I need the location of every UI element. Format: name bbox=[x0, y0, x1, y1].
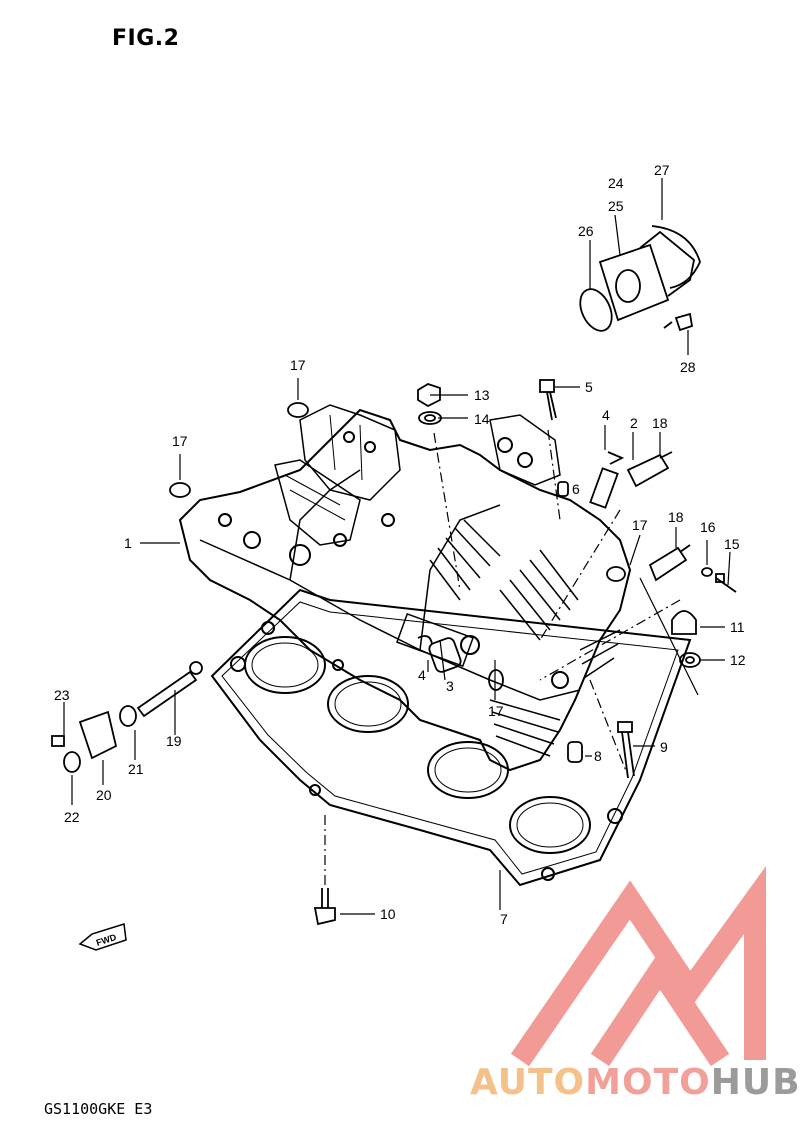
callout-17-left: 17 bbox=[172, 433, 188, 449]
cylinder-head-gasket bbox=[210, 588, 692, 887]
callout-labels: 1 2 3 4 4 5 6 7 8 9 10 11 12 13 14 15 16… bbox=[54, 162, 746, 948]
cylinder-head bbox=[178, 404, 632, 772]
callout-19: 19 bbox=[166, 733, 182, 749]
callout-6: 6 bbox=[572, 481, 580, 497]
callout-17-center: 17 bbox=[488, 703, 504, 719]
callout-14: 14 bbox=[474, 411, 490, 427]
callout-27: 27 bbox=[654, 162, 670, 178]
callout-21: 21 bbox=[128, 761, 144, 777]
callout-23: 23 bbox=[54, 687, 70, 703]
callout-25: 25 bbox=[608, 198, 624, 214]
callout-24: 24 bbox=[608, 175, 624, 191]
watermark-auto: AUTO bbox=[470, 1062, 586, 1103]
callout-17-top: 17 bbox=[290, 357, 306, 373]
callout-15: 15 bbox=[724, 536, 740, 552]
callout-8: 8 bbox=[594, 748, 602, 764]
fasteners-and-small-parts bbox=[51, 225, 737, 951]
leader-lines bbox=[63, 178, 731, 915]
callout-12: 12 bbox=[730, 652, 746, 668]
callout-18-lower: 18 bbox=[668, 509, 684, 525]
callout-22: 22 bbox=[64, 809, 80, 825]
callout-18-upper: 18 bbox=[652, 415, 668, 431]
callout-9: 9 bbox=[660, 739, 668, 755]
callout-1: 1 bbox=[124, 535, 132, 551]
figure-title: FIG.2 bbox=[112, 26, 180, 51]
callout-4-upper: 4 bbox=[602, 407, 610, 423]
callout-7: 7 bbox=[500, 911, 508, 927]
callout-5: 5 bbox=[585, 379, 593, 395]
callout-3: 3 bbox=[446, 678, 454, 694]
watermark-moto: MOTO bbox=[585, 1062, 711, 1103]
callout-16: 16 bbox=[700, 519, 716, 535]
callout-4-lower: 4 bbox=[418, 667, 426, 683]
fwd-label: FWD bbox=[95, 932, 118, 948]
watermark-hub: HUB bbox=[710, 1062, 800, 1103]
watermark-logo bbox=[510, 865, 766, 1067]
model-code: GS1100GKE E3 bbox=[44, 1100, 153, 1118]
callout-10: 10 bbox=[380, 906, 396, 922]
callout-2: 2 bbox=[630, 415, 638, 431]
callout-26: 26 bbox=[578, 223, 594, 239]
watermark-text: AUTOMOTOHUB bbox=[470, 1062, 800, 1103]
callout-17-right: 17 bbox=[632, 517, 648, 533]
callout-28: 28 bbox=[680, 359, 696, 375]
callout-11: 11 bbox=[730, 619, 745, 635]
callout-20: 20 bbox=[96, 787, 112, 803]
callout-13: 13 bbox=[474, 387, 490, 403]
